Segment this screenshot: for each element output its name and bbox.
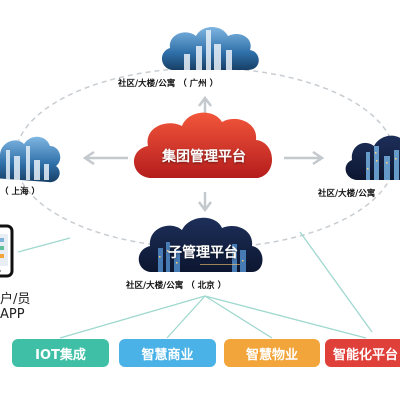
arrows <box>82 95 325 213</box>
pill-intelligent-platform: 智能化平台 <box>325 339 400 367</box>
cloud-guangzhou <box>161 27 259 70</box>
node-type-label: 社区/大楼/公寓 <box>318 189 376 199</box>
cloud-central <box>133 112 273 178</box>
app-label-line2: APP <box>0 307 25 322</box>
pill-smart-commerce: 智慧商业 <box>119 339 216 367</box>
sub-platform-title: 子管理平台 <box>168 245 238 261</box>
cloud-right <box>345 135 400 180</box>
node-label-shanghai: （ 上海 ） <box>0 185 40 197</box>
connector-lines <box>17 231 373 339</box>
node-label-beijing: 社区/大楼/公寓（ 北京 ） <box>126 279 226 291</box>
app-label: 户/员 APP <box>0 292 30 322</box>
node-label-right: 社区/大楼/公寓 <box>318 187 375 199</box>
cloud-beijing <box>138 217 263 272</box>
node-city-label: （ 上海 ） <box>0 187 40 197</box>
node-city-label: （ 北京 ） <box>186 281 227 291</box>
node-type-label: 社区/大楼/公寓 <box>118 79 176 89</box>
node-city-label: （ 广州 ） <box>178 79 219 89</box>
app-label-line1: 户/员 <box>0 292 31 307</box>
node-type-label: 社区/大楼/公寓 <box>126 281 184 291</box>
pill-iot: IOT集成 <box>12 339 109 367</box>
pill-smart-property: 智慧物业 <box>224 339 320 367</box>
cloud-shanghai <box>0 136 61 183</box>
central-platform-title: 集团管理平台 <box>162 149 246 165</box>
phone-icon <box>0 224 14 278</box>
node-label-guangzhou: 社区/大楼/公寓（ 广州 ） <box>118 77 218 89</box>
